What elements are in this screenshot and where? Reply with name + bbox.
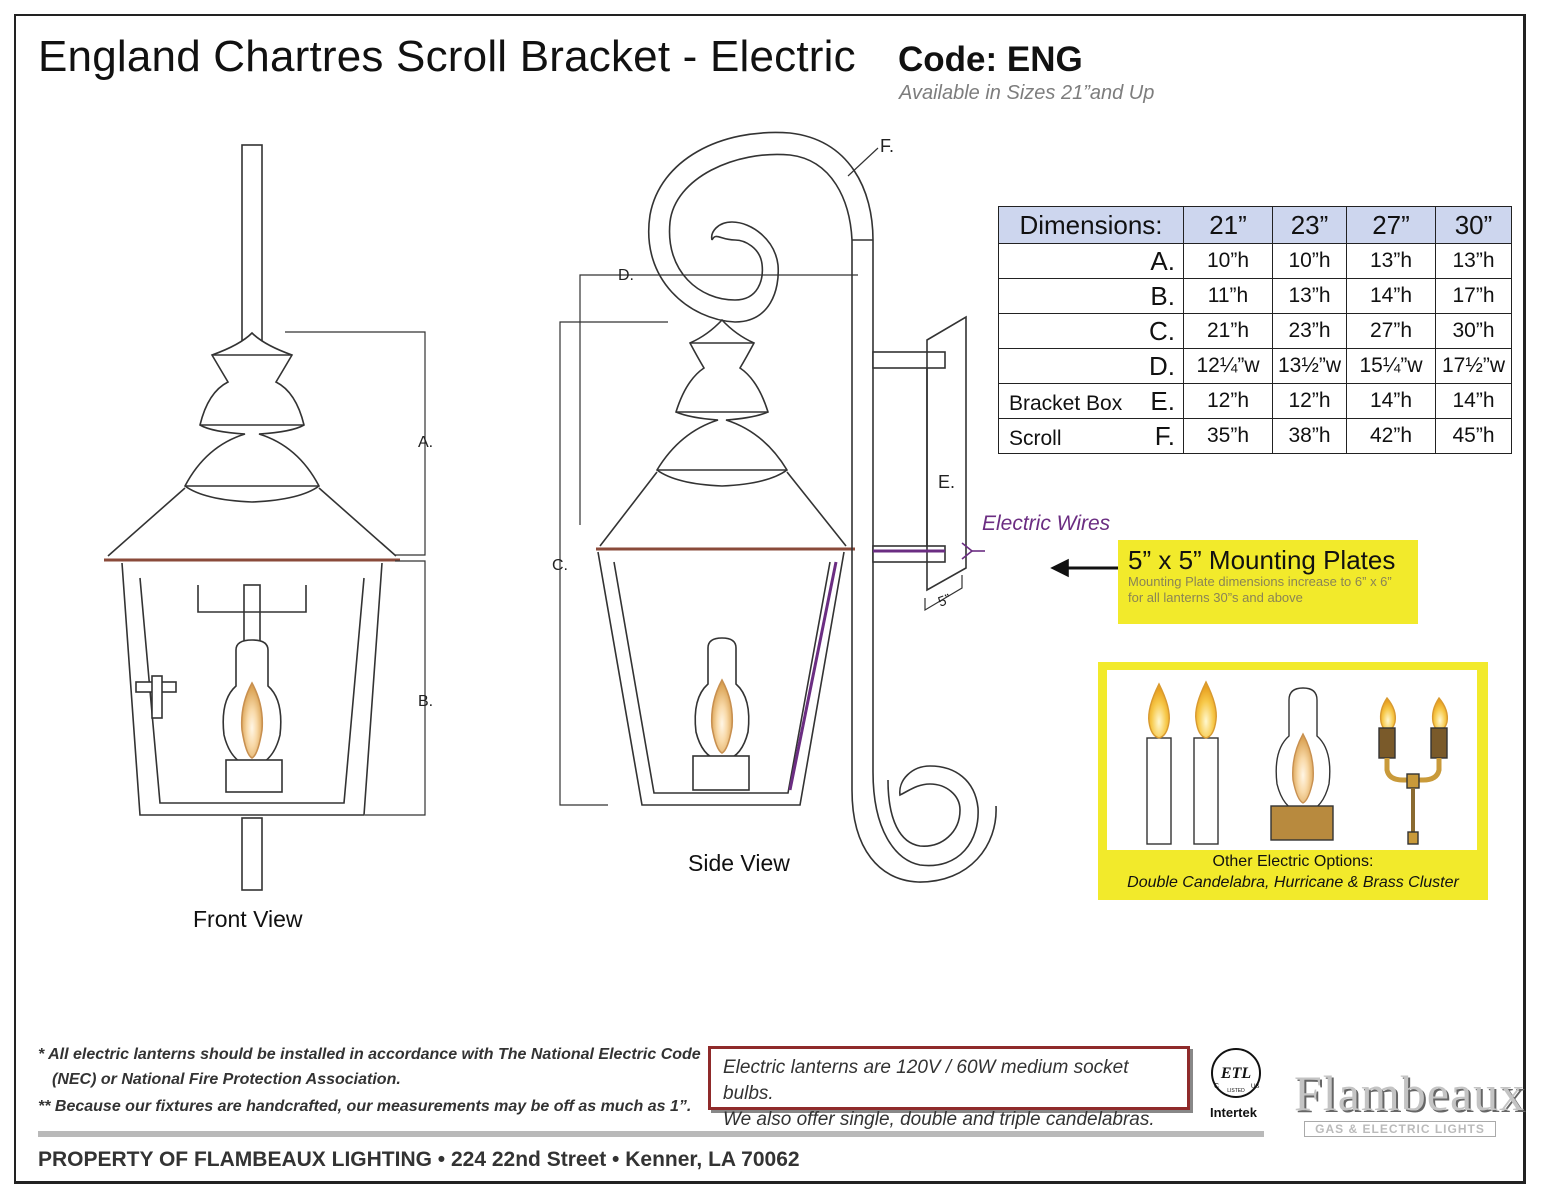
mounting-plates-callout: 5” x 5” Mounting Plates Mounting Plate d… (1118, 540, 1418, 624)
table-row: A. 10”h 10”h 13”h 13”h (998, 243, 1512, 279)
table-cell: 10”h (1183, 243, 1273, 279)
row-letter: C. (1149, 315, 1175, 346)
table-cell: 30”h (1435, 313, 1512, 349)
row-letter: F. (1154, 420, 1175, 451)
brass-cluster-icon (1378, 696, 1449, 845)
note-nec-line1: * All electric lanterns should be instal… (38, 1046, 701, 1063)
etl-c: C (1214, 1083, 1219, 1090)
table-cell: 14”h (1346, 383, 1436, 419)
product-code: Code: ENG (898, 40, 1083, 79)
table-header-cell: 23” (1272, 206, 1347, 244)
bulb-info-box: Electric lanterns are 120V / 60W medium … (708, 1046, 1190, 1130)
table-header-cell: 27” (1346, 206, 1436, 244)
table-cell: 14”h (1435, 383, 1512, 419)
etl-mark: ETL (1220, 1065, 1251, 1082)
bulb-info-line2: We also offer single, double and triple … (723, 1109, 1155, 1130)
options-title: Other Electric Options: (1212, 853, 1374, 870)
table-cell: 12¼”w (1183, 348, 1273, 384)
row-name (1003, 351, 1009, 357)
table-cell: 17”h (1435, 278, 1512, 314)
options-subtitle: Double Candelabra, Hurricane & Brass Clu… (1127, 874, 1459, 891)
table-cell: 45”h (1435, 418, 1512, 454)
etl-listed: LISTED (1227, 1088, 1245, 1094)
row-letter: D. (1149, 350, 1175, 381)
mounting-plates-line1: Mounting Plate dimensions increase to 6”… (1128, 574, 1392, 589)
electric-wires-label: Electric Wires (982, 512, 1111, 535)
table-cell: 13½”w (1272, 348, 1347, 384)
note-handcrafted: ** Because our fixtures are handcrafted,… (38, 1098, 692, 1115)
row-name (1003, 316, 1009, 322)
table-cell: 10”h (1272, 243, 1347, 279)
front-view-drawing (104, 144, 426, 891)
table-cell: 21”h (1183, 313, 1273, 349)
candle-icon (1193, 680, 1219, 845)
bulb-info-line1: Electric lanterns are 120V / 60W medium … (723, 1057, 1129, 1104)
row-letter: E. (1150, 385, 1175, 416)
arrow-icon (1050, 558, 1118, 578)
front-view-caption: Front View (193, 906, 303, 932)
dimensions-table: Dimensions: 21” 23” 27” 30” A. 10”h 10”h… (998, 206, 1512, 454)
row-name: Scroll (1009, 426, 1062, 450)
page-frame (14, 14, 1526, 1184)
table-row: B. 11”h 13”h 14”h 17”h (998, 278, 1512, 314)
table-header-cell: Dimensions: (998, 206, 1184, 244)
note-nec-line2: (NEC) or National Fire Protection Associ… (52, 1071, 401, 1088)
availability-note: Available in Sizes 21”and Up (899, 82, 1155, 104)
page-title: England Chartres Scroll Bracket - Electr… (38, 32, 856, 81)
table-cell: 11”h (1183, 278, 1273, 314)
table-cell: 42”h (1346, 418, 1436, 454)
mounting-plates-heading: 5” x 5” Mounting Plates (1128, 545, 1396, 575)
table-row: Scroll F. 35”h 38”h 42”h 45”h (998, 418, 1512, 454)
table-row: Bracket Box E. 12”h 12”h 14”h 14”h (998, 383, 1512, 419)
side-view-drawing (559, 131, 997, 883)
row-name (1003, 281, 1009, 287)
footer-divider (38, 1131, 1264, 1137)
row-name: Bracket Box (1009, 391, 1123, 415)
intertek-label: Intertek (1210, 1105, 1257, 1120)
table-row: C. 21”h 23”h 27”h 30”h (998, 313, 1512, 349)
hurricane-icon (1270, 687, 1334, 841)
table-cell: 12”h (1183, 383, 1273, 419)
row-letter: A. (1150, 245, 1175, 276)
candle-icon (1146, 682, 1172, 845)
label-c: C. (552, 557, 568, 574)
table-cell: 14”h (1346, 278, 1436, 314)
label-a: A. (418, 434, 434, 451)
brand-logo-text: Flambeaux (1294, 1065, 1526, 1121)
table-cell: 17½”w (1435, 348, 1512, 384)
table-cell: 38”h (1272, 418, 1347, 454)
mounting-plates-line2: for all lanterns 30”s and above (1128, 590, 1303, 605)
other-options-panel: Other Electric Options: Double Candelabr… (1098, 662, 1488, 900)
etl-listed-icon: ETL C US LISTED (1211, 1048, 1261, 1098)
options-svg (1146, 680, 1449, 845)
table-cell: 23”h (1272, 313, 1347, 349)
table-row: D. 12¼”w 13½”w 15¼”w 17½”w (998, 348, 1512, 384)
footer-address: PROPERTY OF FLAMBEAUX LIGHTING • 224 22n… (38, 1148, 800, 1171)
options-illustrations (1107, 670, 1477, 850)
row-letter: B. (1150, 280, 1175, 311)
table-cell: 35”h (1183, 418, 1273, 454)
label-e: E. (938, 472, 956, 492)
table-header-row: Dimensions: 21” 23” 27” 30” (998, 206, 1512, 244)
table-header-cell: 21” (1183, 206, 1273, 244)
table-cell: 13”h (1435, 243, 1512, 279)
row-name (1003, 246, 1009, 252)
table-cell: 13”h (1346, 243, 1436, 279)
brand-tagline: GAS & ELECTRIC LIGHTS (1304, 1121, 1496, 1137)
table-cell: 27”h (1346, 313, 1436, 349)
etl-us: US (1251, 1084, 1259, 1090)
table-cell: 12”h (1272, 383, 1347, 419)
label-d: D. (618, 267, 634, 284)
side-view-caption: Side View (688, 850, 790, 876)
table-header-cell: 30” (1435, 206, 1512, 244)
label-b: B. (418, 693, 434, 710)
table-cell: 13”h (1272, 278, 1347, 314)
table-cell: 15¼”w (1346, 348, 1436, 384)
label-f: F. (880, 136, 895, 156)
